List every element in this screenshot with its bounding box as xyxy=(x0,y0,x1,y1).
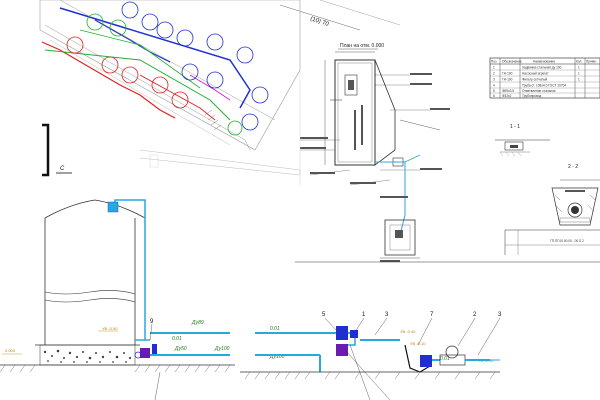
slope-label: 0.01 xyxy=(270,326,280,332)
level-mark: УВ -0.10 xyxy=(410,341,426,346)
section-1-title: 1 - 1 xyxy=(510,124,520,130)
spec-row: 1 Задвижка стальная ду 100 1 xyxy=(490,66,600,71)
spec-cell: Труба ст. 108х4.0 ГОСТ 10704 xyxy=(522,84,566,88)
spec-cell: 4 xyxy=(493,84,495,88)
gravel-foundation xyxy=(43,349,132,363)
pipe-label: Ду89 xyxy=(191,320,204,326)
level-mark: 0.000 xyxy=(5,348,16,353)
slope-label: 0.01 xyxy=(440,356,450,362)
spec-cell: ГН-100 xyxy=(502,72,513,76)
spec-cell: 6 xyxy=(493,94,495,98)
spec-cell: Трубопровод xyxy=(522,94,541,98)
spec-header-note: Приме- xyxy=(586,60,597,64)
callout-number: 9 xyxy=(150,319,154,325)
center-plan: План на отм. 0.000 xyxy=(300,43,450,262)
spec-cell: Фильтр сетчатый xyxy=(522,78,547,82)
callout-number: 7 xyxy=(430,312,434,318)
level-mark: УВ -0.50 xyxy=(102,326,118,331)
section-1-1: 1 - 1 xyxy=(495,124,550,157)
spec-cell: 1 xyxy=(578,78,580,82)
ground-hatch xyxy=(0,364,496,380)
pipe-label: Ду50 xyxy=(174,346,187,352)
plan-title: План на отм. 0.000 xyxy=(340,43,384,49)
spec-header-code: Обозначение xyxy=(502,60,522,64)
spec-cell: Ф89х3.5 xyxy=(502,89,514,93)
pipe-label: Ду100 xyxy=(214,346,230,352)
level-mark: УВ -0.40 xyxy=(400,329,416,334)
spec-row: 3 ГН-100 Фильтр сетчатый 1 xyxy=(490,78,600,83)
spec-header-qty: Кол. xyxy=(576,60,582,64)
callout-number: 5 xyxy=(322,312,326,318)
spec-cell: 1 xyxy=(493,66,495,70)
spec-row: 6 Ф32х2 Трубопровод xyxy=(493,94,541,98)
top-left-plan: C xyxy=(39,0,301,177)
callouts: 9 5 1 3 7 2 3 xyxy=(149,312,502,356)
stamp-text: (10) 70 xyxy=(309,16,330,28)
spec-cell: Ответвление стальное xyxy=(522,89,556,93)
spec-cell: Задвижка стальная ду 100 xyxy=(522,66,562,70)
frame-text: ГП.ПГ.00.00.00 - 00 Л.2 xyxy=(550,239,584,243)
callout-number: 3 xyxy=(498,312,502,318)
spec-cell: 3 xyxy=(493,78,495,82)
spec-header-name: Наименование xyxy=(533,60,555,64)
storage-tank xyxy=(35,199,146,366)
rotated-stamp: (10) 70 xyxy=(309,16,330,28)
spec-cell: 1 xyxy=(578,72,580,76)
spec-cell: 1 xyxy=(578,66,580,70)
spec-cell: ГН-100 xyxy=(502,78,513,82)
spec-cell: Насосный агрегат xyxy=(522,72,549,76)
corner-letter: C xyxy=(60,166,65,172)
section-2-2: 2 - 2 xyxy=(551,164,600,226)
spec-row: 5 Ф89х3.5 Ответвление стальное xyxy=(490,89,600,94)
callout-number: 2 xyxy=(473,312,477,318)
sheet-frame: ГП.ПГ.00.00.00 - 00 Л.2 xyxy=(295,0,600,263)
callout-number: 3 xyxy=(385,312,389,318)
bottom-section: Ду89 Ду50 Ду100 Ду100 0.01 0.01 0.01 УВ … xyxy=(0,199,502,400)
spec-row: 2 ГН-100 Насосный агрегат 1 xyxy=(490,72,600,77)
spec-cell: Ф32х2 xyxy=(502,94,512,98)
spec-row: 4 Труба ст. 108х4.0 ГОСТ 10704 xyxy=(490,84,600,89)
spec-cell: 5 xyxy=(493,89,495,93)
spec-table: Поз. Обозначение Наименование Кол. Приме… xyxy=(489,57,600,99)
pipe-label: Ду100 xyxy=(269,354,285,360)
callout-number: 1 xyxy=(362,312,366,318)
section-2-title: 2 - 2 xyxy=(568,164,578,170)
slope-label: 0.01 xyxy=(172,336,182,342)
spec-cell: 2 xyxy=(493,72,495,76)
spec-header-pos: Поз. xyxy=(491,60,497,64)
